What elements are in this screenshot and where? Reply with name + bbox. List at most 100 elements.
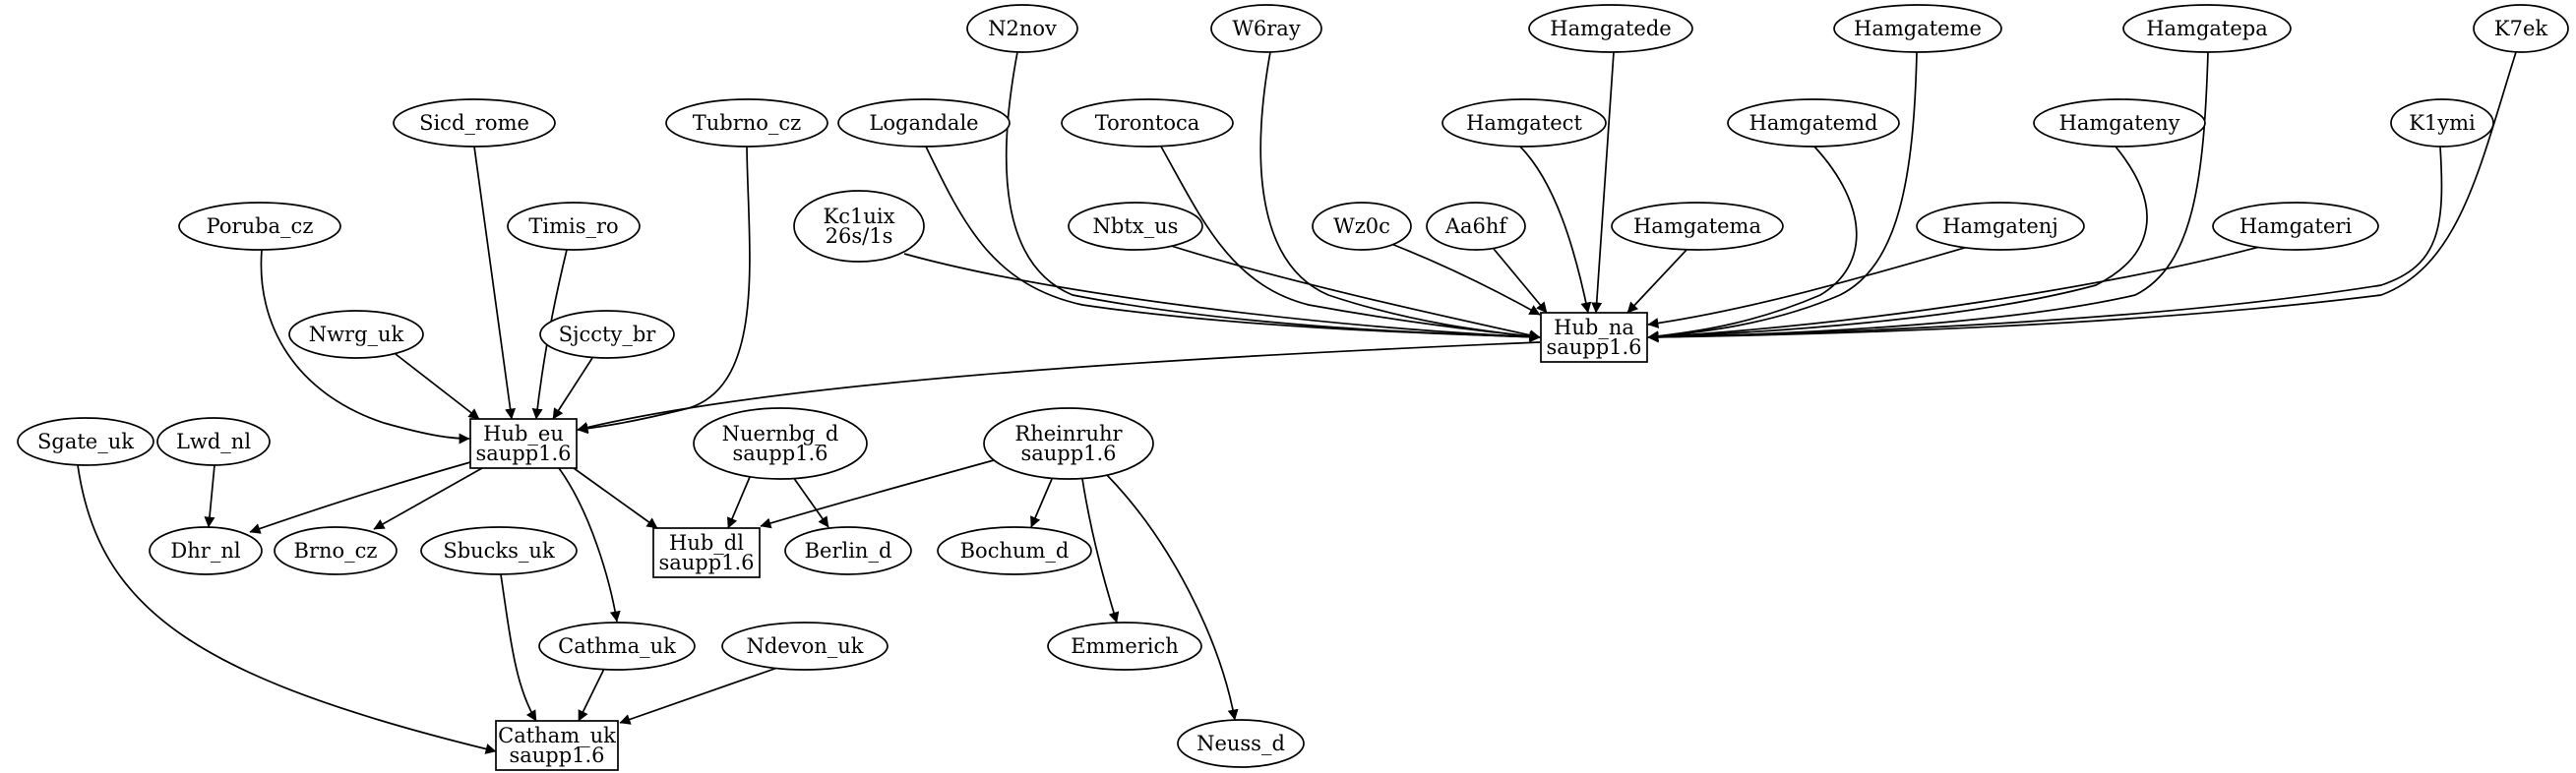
node-ellipse [2473,4,2569,53]
node-sicd-rome: Sicd_rome [393,98,556,148]
node-ellipse [1312,202,1412,251]
node-ellipse [274,526,398,575]
node-torontoca: Torontoca [1061,98,1234,148]
edge-k1ymi-to-hub-na [1647,146,2443,343]
node-label: K7ek [2494,17,2547,40]
node-ellipse [17,417,154,466]
edge-ndevon-uk-to-catham-uk [619,667,778,725]
node-label: Nwrg_uk [309,323,404,346]
node-timis-ro: Timis_ro [507,202,641,251]
node-ellipse [1177,719,1305,768]
node-ellipse [156,417,271,466]
edge-poruba-cz-to-hub-eu [260,249,470,445]
edge-hamgatepa-to-hub-na [1647,51,2209,343]
node-label: Hamgatenj [1942,214,2058,238]
node-ellipse [1916,202,2085,251]
node-label: Berlin_d [805,539,892,563]
edge-hub-eu-to-hub-dl [573,467,658,529]
node-sgate-uk: Sgate_uk [17,417,154,466]
node-label: Hamgateny [2059,111,2180,135]
node-label: Tubrno_cz [693,111,802,135]
edge-hamgatema-to-hub-na [1626,248,1688,314]
node-label: Ndevon_uk [746,634,863,658]
node-hamgatenj: Hamgatenj [1916,202,2085,251]
node-label: Hub_na [1554,316,1634,339]
node-hamgateri: Hamgateri [2212,202,2379,251]
node-lwd-nl: Lwd_nl [156,417,271,466]
node-box [1540,312,1648,363]
node-ellipse [1528,4,1693,53]
node-label: Torontoca [1095,111,1200,135]
node-label: Emmerich [1071,634,1179,658]
node-label: Kc1uix [824,205,895,228]
node-dhr-nl: Dhr_nl [149,526,263,575]
node-neuss-d: Neuss_d [1177,719,1305,768]
node-ellipse [693,407,868,480]
node-label: Sicd_rome [419,111,529,135]
edge-sgate-uk-to-catham-uk [77,464,497,754]
node-label: Catham_uk [498,724,616,747]
node-ellipse [1833,4,2002,53]
node-label: saupp1.6 [509,743,604,767]
edge-torontoca-to-hub-na [1160,146,1541,342]
edge-hamgatemd-to-hub-na [1647,146,1858,342]
node-ellipse [1061,98,1234,148]
node-sbucks-uk: Sbucks_uk [420,526,578,575]
node-label: Poruba_cz [207,214,314,238]
node-ellipse [784,526,912,575]
node-nbtx-us: Nbtx_us [1068,202,1203,251]
edge-nwrg-uk-to-hub-eu [395,353,480,420]
edge-rheinruhr-to-hub-dl [760,459,995,529]
node-tubrno-cz: Tubrno_cz [665,98,828,148]
node-ellipse [538,622,696,671]
node-berlin-d: Berlin_d [784,526,912,575]
node-label: saupp1.6 [732,442,828,465]
edge-sicd-rome-to-hub-eu [473,146,517,420]
node-ellipse [288,310,424,359]
node-ellipse [1727,98,1900,148]
node-label: Hamgateme [1854,17,1982,40]
node-ellipse [149,526,263,575]
node-hamgatepa: Hamgatepa [2122,4,2292,53]
edge-hub-eu-to-cathma-uk [558,467,621,623]
node-label: Hamgateri [2239,214,2353,238]
edge-kc1uix-to-hub-na [903,253,1541,343]
node-poruba-cz: Poruba_cz [178,202,341,251]
edge-hamgatenj-to-hub-na [1647,246,1969,328]
node-label: Sbucks_uk [443,539,555,563]
edge-cathma-uk-to-catham-uk [578,668,605,722]
node-label: Nuernbg_d [722,422,839,446]
node-box [469,418,578,469]
node-label: saupp1.6 [1020,442,1116,465]
node-ellipse [2033,98,2206,148]
node-logandale: Logandale [837,98,1011,148]
edge-hamgatede-to-hub-na [1591,51,1615,314]
node-ellipse [507,202,641,251]
node-hamgateme: Hamgateme [1833,4,2002,53]
node-sjccty-br: Sjccty_br [539,310,675,359]
node-label: Nbtx_us [1093,214,1179,238]
edge-hamgatect-to-hub-na [1519,146,1592,314]
node-label: W6ray [1232,17,1301,40]
node-cathma-uk: Cathma_uk [538,622,696,671]
node-label: Neuss_d [1196,732,1285,755]
edge-lwd-nl-to-dhr-nl [204,464,215,528]
edges-layer [77,51,2517,754]
node-wz0c: Wz0c [1312,202,1412,251]
edge-aa6hf-to-hub-na [1493,248,1548,314]
node-ellipse [178,202,341,251]
edge-rheinruhr-to-bochum-d [1030,478,1053,528]
node-label: K1ymi [2409,111,2476,135]
node-ellipse [937,526,1092,575]
node-aa6hf: Aa6hf [1426,202,1526,251]
node-hamgatema: Hamgatema [1611,202,1784,251]
edge-wz0c-to-hub-na [1390,243,1541,316]
node-label: Timis_ro [528,214,618,238]
node-label: Cathma_uk [558,634,676,658]
node-ellipse [1047,622,1202,671]
node-n2nov: N2nov [966,4,1078,53]
edge-tubrno-cz-to-hub-eu [577,146,751,435]
edge-sjccty-br-to-hub-eu [552,357,593,420]
node-ellipse [1426,202,1526,251]
